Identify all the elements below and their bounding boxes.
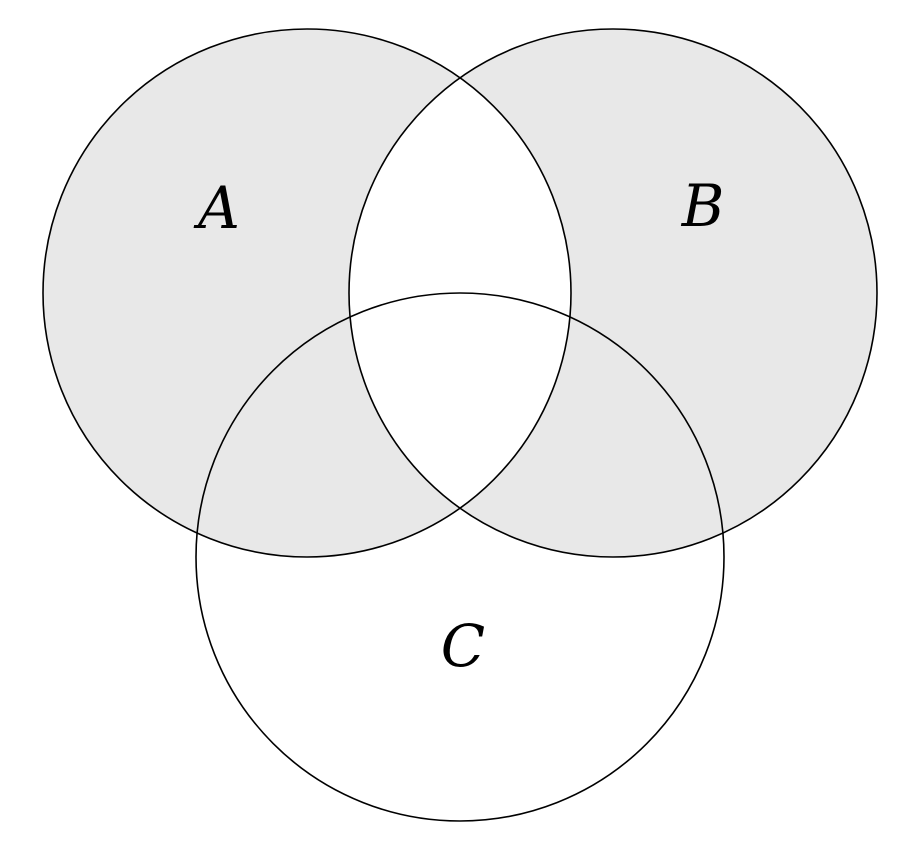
- set-a-label: A: [193, 174, 240, 242]
- set-b-label: B: [681, 172, 725, 240]
- a-intersect-b-white-region: [349, 29, 571, 557]
- circle-c-outline: [195, 292, 725, 822]
- set-c-label: C: [441, 612, 485, 680]
- circle-b-outline: [348, 28, 878, 558]
- circle-a-outline: [42, 28, 572, 558]
- a-intersect-b-cutout-group: [349, 29, 571, 557]
